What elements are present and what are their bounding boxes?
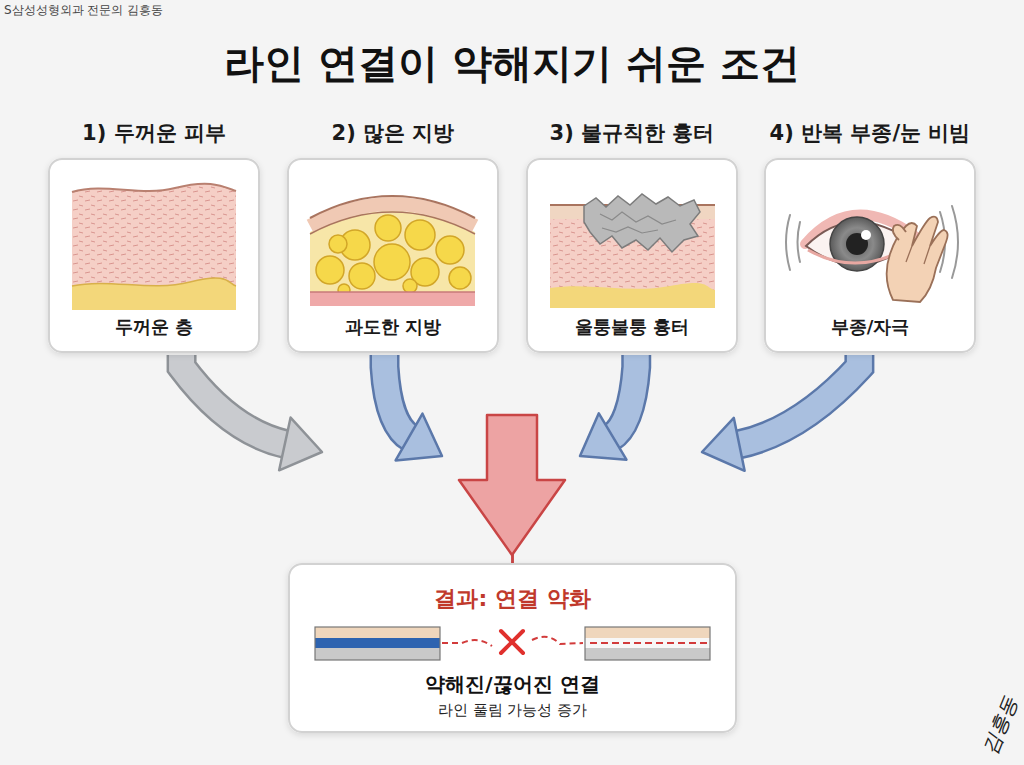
merge-connector (513, 355, 860, 563)
connector-outline (385, 355, 411, 438)
watermark: S삼성성형외과 전문의 김흥동 (4, 2, 163, 19)
eye-rubbing-illustration (786, 206, 958, 302)
fat-illustration (310, 196, 475, 306)
box-heading: 1) 두꺼운 피부 (82, 119, 226, 147)
arrow-head (580, 413, 626, 459)
condition-box: 4) 반복 부종/눈 비빔부종/자극 (764, 158, 976, 353)
box-caption: 두꺼운 층 (115, 315, 193, 339)
connector-body (182, 355, 287, 444)
box-fills (48, 158, 976, 733)
box-caption: 부종/자극 (831, 315, 910, 339)
box-caption: 과도한 지방 (345, 315, 441, 339)
signature: 김흥동 (976, 693, 1024, 759)
result-text: 약해진/끊어진 연결 (425, 671, 599, 698)
arrow-head (702, 418, 745, 471)
merge-connector (182, 355, 513, 563)
merge-arrow (459, 415, 565, 555)
connector-body (611, 355, 636, 438)
box-heading: 3) 불규칙한 흉터 (550, 119, 715, 147)
scar-illustration (550, 194, 715, 308)
result-note: 라인 풀림 가능성 증가 (438, 701, 587, 720)
thick-skin-illustration (72, 184, 236, 310)
diagram-title: 라인 연결이 약해지기 쉬운 조건 (224, 36, 800, 91)
condition-box: 2) 많은 지방과도한 지방 (287, 158, 499, 353)
connector-outline (737, 355, 859, 445)
arrow-head (279, 418, 322, 471)
connector-outline (182, 355, 287, 444)
condition-box: 1) 두꺼운 피부두꺼운 층 (48, 158, 260, 353)
box-heading: 4) 반복 부종/눈 비빔 (770, 119, 971, 147)
condition-box: 3) 불규칙한 흉터울퉁불퉁 흉터 (526, 158, 738, 353)
box-caption: 울퉁불퉁 흉터 (575, 315, 689, 339)
connector-body (737, 355, 859, 445)
result-box: 결과: 연결 약화약해진/끊어진 연결라인 풀림 가능성 증가 (288, 563, 737, 733)
connector-outline (611, 355, 636, 438)
arrow-head (396, 414, 442, 461)
box-heading: 2) 많은 지방 (332, 119, 455, 147)
connector-body (385, 355, 411, 438)
result-heading: 결과: 연결 약화 (434, 584, 590, 614)
weakened-connection-illustration (315, 627, 710, 660)
